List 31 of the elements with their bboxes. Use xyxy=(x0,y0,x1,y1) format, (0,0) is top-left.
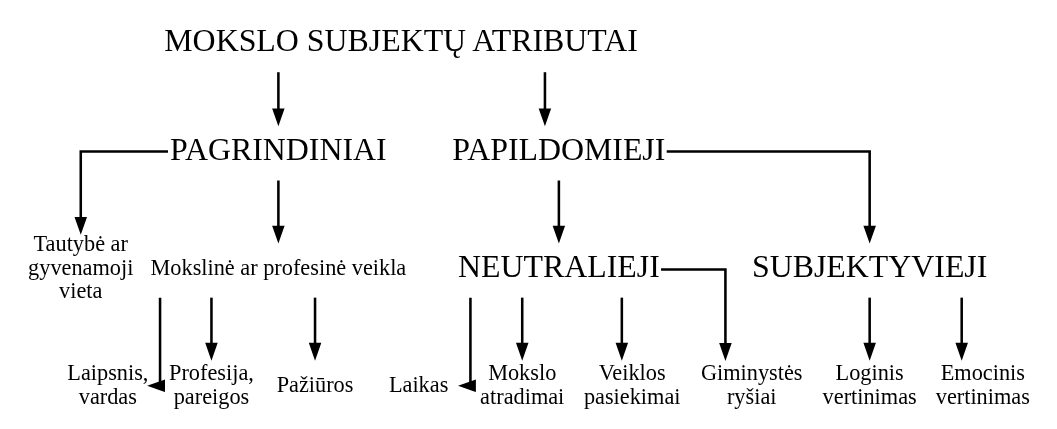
node-text: Emocinis vertinimas xyxy=(935,359,1030,409)
arrow xyxy=(615,297,628,361)
arrow xyxy=(271,72,285,127)
arrow xyxy=(954,297,968,361)
arrow xyxy=(552,180,565,244)
node-text: Loginis vertinimas xyxy=(822,359,917,409)
node-text: Profesija, pareigos xyxy=(168,359,254,409)
node-text: Mokslo atradimai xyxy=(479,359,564,409)
arrow xyxy=(457,297,476,393)
node-text: Tautybė ar gyvenamoji vieta xyxy=(27,230,133,304)
node-text: MOKSLO SUBJEKTŲ ATRIBUTAI xyxy=(163,23,638,59)
arrow xyxy=(666,150,876,244)
node-text: Laikas xyxy=(388,371,448,397)
node-text: PAGRINDINIAI xyxy=(169,131,387,167)
node-text: Mokslinė ar profesinė veikla xyxy=(150,254,406,280)
arrow xyxy=(146,297,165,393)
arrow xyxy=(308,297,321,361)
arrow xyxy=(862,297,876,361)
arrow xyxy=(204,297,218,361)
node-text: Pažiūros xyxy=(276,371,353,397)
node-text: Veiklos pasiekimai xyxy=(583,359,680,409)
arrow xyxy=(660,268,732,361)
arrow xyxy=(271,180,285,244)
arrow xyxy=(538,72,551,127)
node-text: NEUTRALIEJI xyxy=(457,248,660,284)
arrow xyxy=(74,150,168,235)
node-text: PAPILDOMIEJI xyxy=(451,131,665,167)
arrow xyxy=(515,297,528,361)
node-text: Laipsnis, vardas xyxy=(66,359,148,409)
node-text: SUBJEKTYVIEJI xyxy=(751,248,987,284)
node-text: Giminystės ryšiai xyxy=(700,359,803,409)
